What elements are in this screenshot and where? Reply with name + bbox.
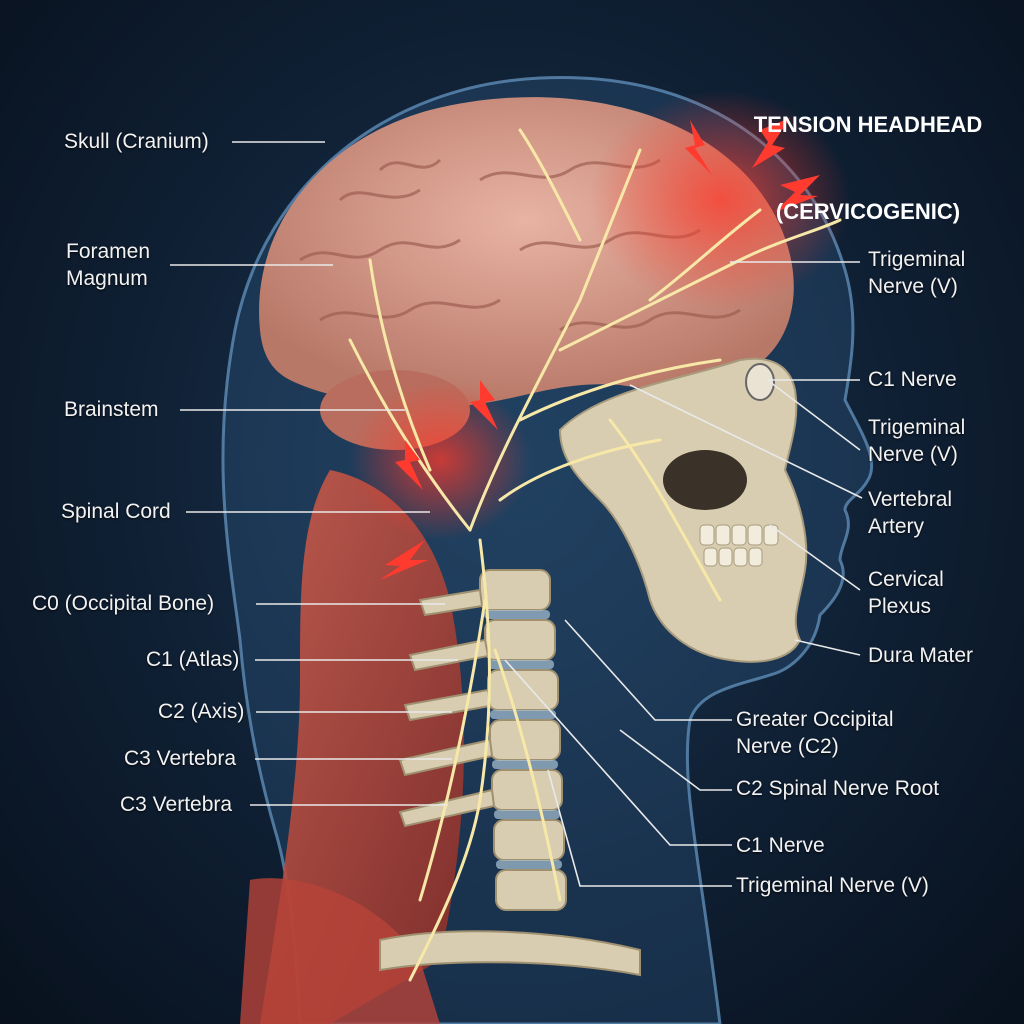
pain-glow: [590, 90, 850, 310]
pain-bolt-icons: [380, 118, 820, 580]
eye-socket: [663, 450, 747, 510]
diagram-title: TENSION HEADHEAD (CERVICOGENIC): [746, 52, 990, 255]
teeth: [699, 524, 779, 567]
nerves: [348, 128, 842, 982]
label-foramen-magnum: Foramen Magnum: [66, 240, 151, 290]
leader-lines: [170, 141, 863, 887]
label-trigeminal-nerve-3: Trigeminal Nerve (V): [736, 874, 929, 897]
label-c2-axis: C2 (Axis): [158, 700, 245, 723]
label-greater-occipital-nerve: Greater Occipital Nerve (C2): [736, 708, 894, 758]
label-vertebral-artery: Vertebral Artery: [868, 488, 953, 538]
clavicle: [379, 930, 641, 977]
eye: [745, 363, 775, 401]
pain-glow-neck: [350, 380, 530, 540]
label-dura-mater: Dura Mater: [868, 644, 974, 667]
label-c1-atlas: C1 (Atlas): [146, 648, 240, 671]
label-c3-vertebra-1: C3 Vertebra: [124, 747, 237, 770]
label-brainstem: Brainstem: [64, 398, 159, 421]
label-c2-spinal-nerve-root: C2 Spinal Nerve Root: [736, 777, 940, 800]
label-c0-occipital: C0 (Occipital Bone): [32, 592, 215, 615]
label-spinal-cord: Spinal Cord: [61, 500, 171, 523]
label-c1-nerve-1: C1 Nerve: [868, 368, 957, 391]
trapezius-muscle: [240, 878, 440, 1024]
label-c1-nerve-2: C1 Nerve: [736, 834, 825, 857]
title-line-2: (CERVICOGENIC): [775, 199, 961, 224]
label-trigeminal-nerve-1: Trigeminal Nerve (V): [868, 248, 966, 298]
label-skull: Skull (Cranium): [64, 130, 209, 153]
label-trigeminal-nerve-2: Trigeminal Nerve (V): [868, 416, 966, 466]
label-cervical-plexus: Cervical Plexus: [868, 568, 944, 618]
title-line-1: TENSION HEADHEAD: [753, 112, 983, 137]
label-c3-vertebra-2: C3 Vertebra: [120, 793, 233, 816]
